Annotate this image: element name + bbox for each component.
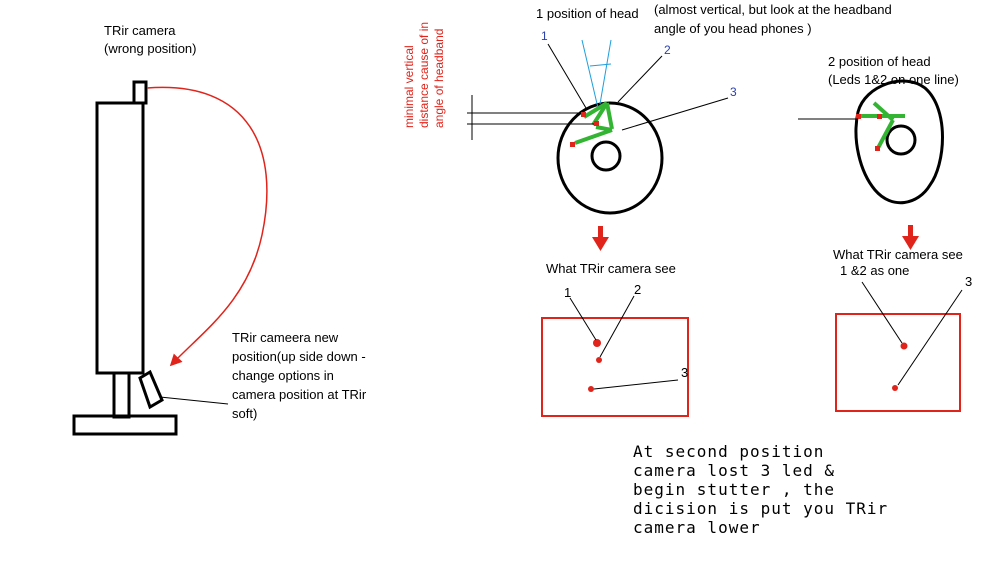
head2-led — [875, 146, 880, 151]
head1-tilt-ref — [599, 39, 612, 105]
head2-title-line1: 2 position of head — [828, 54, 931, 69]
arrow-down-2 — [902, 225, 919, 250]
view2-p3-leader — [897, 289, 963, 386]
head1-led2-leader — [617, 55, 663, 103]
view2-frame — [835, 313, 961, 412]
view1-frame — [541, 317, 689, 417]
head1-led3-label: 3 — [730, 85, 737, 99]
view2-point — [892, 385, 898, 391]
head1-outline — [556, 101, 664, 215]
head2-outline — [854, 79, 944, 205]
head1-vertical-ref — [581, 39, 599, 109]
conclusion-line1: At second position — [633, 442, 824, 461]
new-pos-line2: position(up side down - — [232, 349, 366, 364]
view1-p3-label: 3 — [681, 365, 688, 380]
monitor-drawing — [72, 80, 268, 436]
view1-point — [596, 357, 602, 363]
head1-led — [581, 112, 586, 117]
head2-led — [856, 114, 861, 119]
head1-led — [570, 142, 575, 147]
monitor-base — [72, 414, 178, 436]
head1-led3-leader — [621, 97, 729, 131]
head1-ear — [590, 140, 622, 172]
new-pos-line3: change options in — [232, 368, 334, 383]
head1-headband — [574, 101, 614, 145]
head1-led — [594, 121, 599, 126]
head2-led — [877, 114, 882, 119]
head1-led2-label: 2 — [664, 43, 671, 57]
camera-new-position — [138, 369, 164, 410]
view1-p2-leader — [599, 295, 635, 358]
view1-point — [593, 339, 601, 347]
conclusion-line2: camera lost 3 led & — [633, 461, 835, 480]
view1-p1-leader — [569, 297, 597, 341]
camera-label-line1: TRir camera — [104, 23, 176, 38]
view1-point — [588, 386, 594, 392]
view1-p1-label: 1 — [564, 285, 571, 300]
head1-vertical-note-line3: angle of headband — [432, 29, 446, 128]
head2-drawing — [798, 79, 944, 205]
head2-title-line2: (Leds 1&2 on one line) — [828, 72, 959, 87]
head1-drawing — [467, 39, 729, 215]
head1-title: 1 position of head — [536, 6, 639, 21]
arrow-down-1 — [592, 226, 609, 251]
monitor-body — [95, 101, 145, 375]
view2-p3-label: 3 — [965, 274, 972, 289]
conclusion-line3: begin stutter , the — [633, 480, 835, 499]
camera-label-line2: (wrong position) — [104, 41, 197, 56]
monitor-neck — [112, 371, 131, 419]
view1-p2-label: 2 — [634, 282, 641, 297]
camera-wrong-position — [132, 80, 148, 105]
view1-caption: What TRir camera see — [546, 261, 676, 276]
head1-led1-label: 1 — [541, 29, 548, 43]
new-pos-line4: camera position at TRir — [232, 387, 367, 402]
camera-move-arrow — [146, 86, 268, 367]
head1-note-line1: (almost vertical, but look at the headba… — [654, 2, 892, 17]
head1-vertical-note-line2: distance cause of in — [417, 22, 431, 128]
view2-point — [900, 342, 908, 350]
new-pos-line1: TRir cameera new — [232, 330, 339, 345]
head1-vertical-note: minimal vertical distance cause of in an… — [402, 22, 446, 128]
head1-note-line2: angle of you head phones ) — [654, 21, 812, 36]
view2-caption-line2: 1 &2 as one — [840, 263, 909, 278]
view1-p3-leader — [593, 379, 679, 390]
conclusion-line4: dicision is put you TRir — [633, 499, 888, 518]
view2-p12-leader — [861, 281, 903, 344]
head1-vertical-note-line1: minimal vertical — [402, 45, 416, 128]
head2-headband — [860, 101, 905, 149]
camera-new-label-leader — [159, 396, 229, 405]
conclusion-line5: camera lower — [633, 518, 761, 537]
new-pos-line5: soft) — [232, 406, 257, 421]
view2-caption-line1: What TRir camera see — [833, 247, 963, 262]
head1-led1-leader — [547, 43, 587, 109]
head2-ear — [885, 124, 917, 156]
head1-angle-arc — [589, 63, 612, 67]
